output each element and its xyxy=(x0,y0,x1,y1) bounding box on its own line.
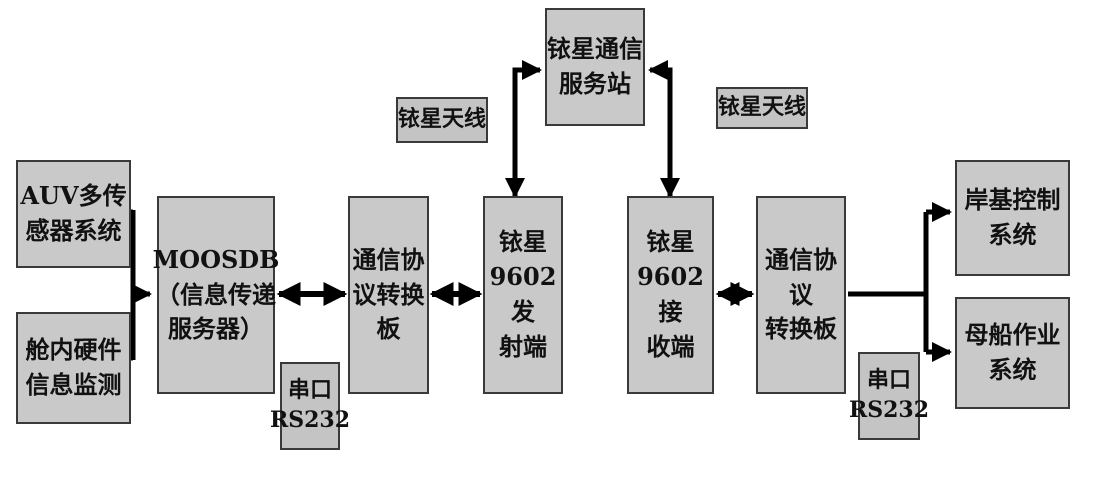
station-rx-arrow xyxy=(648,60,680,198)
output-branch-connector xyxy=(848,202,952,362)
antenna-label-right: 铱星天线 xyxy=(716,87,808,129)
serial-port-label-right: 串口 RS232 xyxy=(849,352,929,440)
protocol-converter-right-box: 通信协议 转换板 xyxy=(756,196,846,394)
moosdb-box: MOOSDB （信息传递 服务器） xyxy=(153,196,279,394)
auv-sensor-system-box: AUV多传 感器系统 xyxy=(16,160,131,268)
protocol-converter-right-text: 通信协议 转换板 xyxy=(765,244,837,344)
shore-control-system-text: 岸基控制 系统 xyxy=(964,185,1061,249)
input-merge-connector xyxy=(130,209,152,361)
iridium-transmitter-box: 铱星 9602发 射端 xyxy=(483,196,563,394)
hull-hardware-monitor-text: 舱内硬件 信息监测 xyxy=(25,335,122,399)
hull-hardware-monitor-box: 舱内硬件 信息监测 xyxy=(16,312,131,424)
iridium-service-station-box: 铱星通信 服务站 xyxy=(545,8,645,126)
iridium-service-station-text: 铱星通信 服务站 xyxy=(547,34,643,98)
iridium-receiver-box: 铱星 9602接 收端 xyxy=(627,196,714,394)
shore-control-system-box: 岸基控制 系统 xyxy=(955,160,1070,276)
moosdb-text: MOOSDB （信息传递 服务器） xyxy=(152,244,280,344)
auv-sensor-system-text: AUV多传 感器系统 xyxy=(20,181,127,245)
tx-station-arrow xyxy=(505,60,542,198)
mother-ship-system-text: 母船作业 系统 xyxy=(964,320,1061,384)
protocol-converter-left-text: 通信协 议转换 板 xyxy=(352,244,425,344)
iridium-receiver-text: 铱星 9602接 收端 xyxy=(637,227,704,361)
antenna-label-left: 铱星天线 xyxy=(396,97,488,143)
iridium-transmitter-text: 铱星 9602发 射端 xyxy=(489,227,557,361)
serial-port-label-left: 串口 RS232 xyxy=(270,362,350,450)
mother-ship-system-box: 母船作业 系统 xyxy=(955,297,1070,409)
protocol-converter-left-box: 通信协 议转换 板 xyxy=(348,196,429,394)
